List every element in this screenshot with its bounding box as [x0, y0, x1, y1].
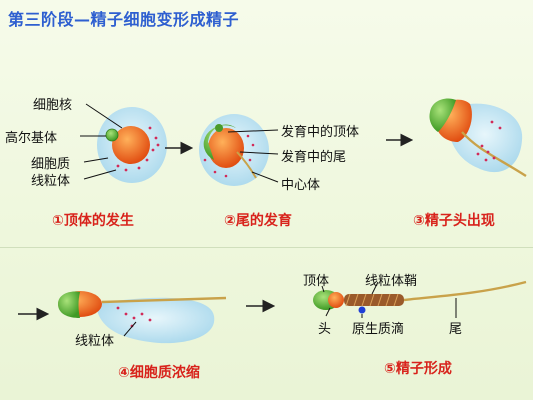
label-nucleus: 细胞核	[33, 98, 73, 113]
stage4-acrosome	[58, 291, 80, 318]
stage3-mitochondria	[476, 120, 502, 162]
stage2-centriole	[215, 124, 223, 132]
stage1-golgi	[105, 128, 119, 142]
label-developing-acrosome: 发育中的顶体	[281, 125, 360, 140]
stage3-tail	[461, 131, 527, 178]
label-mitochondrial-sheath: 线粒体鞘	[365, 274, 418, 289]
caption-stage-1: ①顶体的发生	[52, 213, 134, 229]
row-divider	[0, 247, 533, 248]
stage5-sheath-coils	[345, 293, 399, 307]
stage2-cell	[199, 114, 269, 186]
caption-stage-5: ⑤精子形成	[384, 361, 452, 377]
label-mitochondria-1: 线粒体	[31, 174, 71, 189]
label-tail: 尾	[449, 322, 463, 337]
stage5-leader-lines	[321, 281, 457, 318]
stage1-leader-lines	[80, 103, 123, 180]
label-cytoplasmic-droplet: 原生质滴	[352, 322, 405, 337]
label-mitochondria-2: 线粒体	[75, 334, 115, 349]
stage5-sperm	[313, 280, 527, 314]
stage4-leader-line	[123, 321, 137, 337]
stage5-head	[328, 292, 344, 308]
stage3-acrosome	[429, 98, 456, 132]
stage5-cytoplasmic-droplet	[358, 306, 366, 314]
label-cytoplasm: 细胞质	[31, 157, 71, 172]
caption-stage-3: ③精子头出现	[413, 213, 495, 229]
stage4-tail	[101, 296, 227, 304]
stage1-cell	[97, 107, 167, 183]
label-golgi: 高尔基体	[5, 131, 58, 146]
stage2-nucleus	[208, 128, 244, 168]
diagram-title: 第三阶段—精子细胞变形成精子	[8, 10, 240, 29]
stage3-cell	[429, 98, 527, 178]
stage5-tail	[403, 280, 527, 302]
label-head: 头	[318, 322, 332, 337]
stage2-mitochondria	[203, 134, 255, 178]
stage4-cell	[58, 291, 227, 344]
stage1-nucleus	[112, 126, 150, 164]
label-developing-tail: 发育中的尾	[281, 150, 347, 165]
label-centriole: 中心体	[281, 178, 321, 193]
stage2-leader-lines	[227, 129, 279, 183]
caption-stage-2: ②尾的发育	[224, 213, 292, 229]
stage2-tail	[236, 151, 257, 179]
stage4-cytoplasm	[96, 297, 215, 344]
caption-stage-4: ④细胞质浓缩	[118, 365, 200, 381]
stage4-mitochondria	[116, 306, 152, 328]
label-acrosome: 顶体	[303, 274, 330, 289]
stage1-mitochondria	[116, 126, 160, 172]
